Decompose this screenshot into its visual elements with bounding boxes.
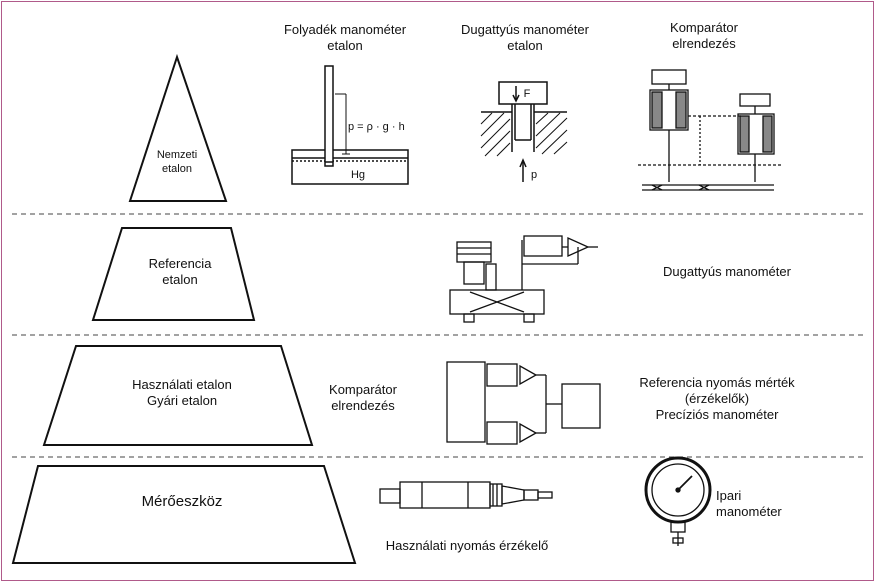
pressure-label: p (530, 169, 538, 181)
reference-manometer-drawing (449, 235, 598, 323)
liquid-manometer-drawing (291, 65, 409, 185)
comparator-arrangement-label: Komparátor elrendezés (329, 382, 397, 413)
pyramid-label-reference: Referencia etalon (148, 256, 212, 287)
pyramid-label-usage: Használati etalon Gyári etalon (132, 377, 232, 408)
industrial-gauge-drawing (644, 456, 712, 546)
reference-gauge-label: Referencia nyomás mérték (érzékelők) Pre… (639, 375, 795, 422)
formula-label: p = ρ · g · h (348, 121, 405, 133)
industrial-gauge-label: Ipari manométer (716, 488, 782, 519)
pyramid-label-national: Nemzeti etalon (156, 149, 198, 175)
block-diagram-drawing (446, 361, 601, 445)
pyramid-level-2-shape (91, 227, 256, 321)
pyramid-level-1-shape (128, 53, 228, 202)
pyramid-level-3-shape (42, 345, 314, 446)
comparator-title: Komparátor elrendezés (670, 20, 738, 51)
hg-label: Hg (350, 169, 366, 181)
piston-manometer-label: Dugattyús manométer (663, 264, 791, 279)
pressure-sensor-drawing (379, 481, 553, 509)
pyramid-level-4-shape (11, 465, 357, 564)
comparator-drawing (638, 69, 782, 191)
piston-manometer-drawing (480, 81, 568, 182)
force-label: F (523, 88, 531, 100)
piston-manometer-title: Dugattyús manométer etalon (461, 22, 589, 53)
pressure-sensor-label: Használati nyomás érzékelő (385, 538, 549, 553)
liquid-manometer-title: Folyadék manométer etalon (283, 22, 407, 53)
pyramid-label-instrument: Mérőeszköz (141, 493, 223, 510)
